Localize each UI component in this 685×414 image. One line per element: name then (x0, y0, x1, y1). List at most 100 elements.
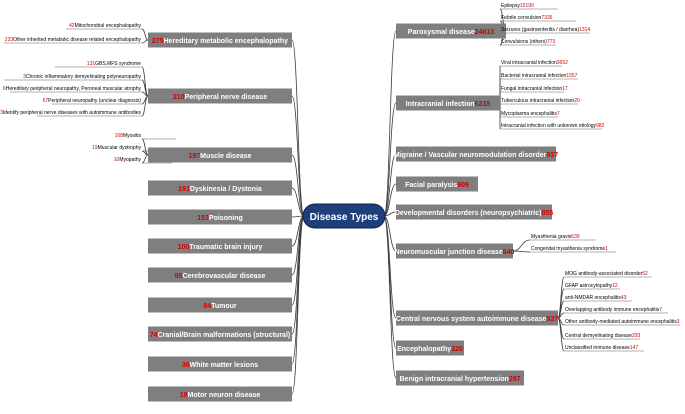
category-node-box (396, 146, 556, 162)
category-node-white-matter-lesions[interactable]: 36White matter lesions (148, 356, 292, 372)
leaf-item[interactable]: 42Mitochondrial encephalopathy (69, 23, 141, 29)
category-node-hereditary-metabolic-encephalopathy[interactable]: 275Hereditary metabolic encephalopathy (148, 32, 292, 48)
leaf-item[interactable]: Congenital myasthenia syndrome1 (531, 246, 608, 252)
category-node-benign-intracranial-hypertension[interactable]: Benign intracranial hypertension297 (396, 370, 524, 386)
category-node-label-part-a: 84 (203, 303, 211, 310)
leaf-item[interactable]: 131GBS,MFS syndrome (87, 61, 141, 67)
leaf-item[interactable]: Febrile convulsion7336 (501, 15, 553, 21)
leaf-item[interactable]: Fungal intracranial infection17 (501, 86, 568, 92)
leaf-item[interactable]: Convulsions (others)773 (501, 39, 555, 45)
category-node-neuromuscular-junction-disease[interactable]: Neuromuscular junction disease640 (395, 243, 515, 259)
category-node-label-part-b: Dyskinesia / Dystonia (190, 186, 262, 193)
leaf-label-part-b: 1314 (579, 27, 590, 33)
leaf-label: Central demyelinating disease293 (565, 333, 641, 339)
category-node-developmental-disorders-neuropsychiatric[interactable]: Developmental disorders (neuropsychiatri… (395, 204, 553, 220)
leaf-item[interactable]: Bacterial intracranial infection1557 (501, 73, 578, 79)
leaf-label: Overlapping antibody immune encephalitis… (565, 307, 662, 313)
category-node-intracranial-infection[interactable]: Intracranial infection6235 (396, 95, 500, 111)
category-node-dyskinesia-dystonia[interactable]: 191Dyskinesia / Dystonia (148, 180, 292, 196)
category-node-label-part-b: Traumatic brain injury (189, 244, 262, 251)
category-node-label: 153Poisoning (197, 215, 243, 222)
leaf-item[interactable]: Other antibody-mediated autoimmune encep… (565, 319, 680, 325)
leaf-item[interactable]: Epilepsy15190 (501, 3, 534, 9)
category-node-label: Developmental disorders (neuropsychiatri… (395, 210, 553, 217)
category-node-box (148, 356, 292, 372)
category-node-motor-neuron-disease[interactable]: 19Motor neuron disease (148, 386, 292, 402)
category-node-encephalopathy[interactable]: Encephalopathy320 (396, 340, 464, 356)
leaf-label: 3Chronic inflammatory demyelinating poly… (23, 74, 141, 80)
leaf-label-part-a: 3 (0, 110, 3, 116)
category-node-tumour[interactable]: 84Tumour (148, 297, 292, 313)
leaf-label-part-b: 3652 (557, 60, 568, 66)
category-node-label: Encephalopathy320 (397, 346, 463, 353)
leaf-label: Epilepsy15190 (501, 3, 534, 9)
category-node-central-nervous-system-autoimmune-disease[interactable]: Central nervous system autoimmune diseas… (396, 310, 558, 326)
category-node-label-part-a: 153 (197, 215, 209, 222)
connector-leaf (141, 39, 149, 44)
leaf-item[interactable]: anti-NMDAR encephalitis43 (565, 295, 627, 301)
leaf-label-part-a: Other antibody-mediated autoimmune encep… (565, 319, 677, 325)
leaf-item[interactable]: 67Peripheral neuropathy (unclear diagnos… (43, 98, 142, 104)
category-node-cerebrovascular-disease[interactable]: 95Cerebrovascular disease (148, 267, 292, 283)
category-node-label: 36White matter lesions (182, 362, 258, 369)
category-node-poisoning[interactable]: 153Poisoning (148, 209, 292, 225)
leaf-label-part-b: 17 (562, 86, 568, 92)
leaf-label-part-b: 3 (677, 319, 680, 325)
leaf-item[interactable]: Tuberculous intracranial infection20 (501, 98, 580, 104)
leaf-item[interactable]: 3Chronic inflammatory demyelinating poly… (23, 74, 141, 80)
leaf-label: Other antibody-mediated autoimmune encep… (565, 319, 680, 325)
leaf-item[interactable]: 6Hereditary peripheral neuropathy, Peron… (3, 86, 142, 92)
category-node-muscle-disease[interactable]: 197Muscle disease (148, 147, 292, 163)
category-node-peripheral-nerve-disease[interactable]: 210Peripheral nerve disease (148, 88, 292, 104)
leaf-item[interactable]: 168Myositis (115, 133, 142, 139)
leaf-label-part-a: MOG antibody-associated disorder (565, 271, 643, 277)
leaf-item[interactable]: MOG antibody-associated disorder52 (565, 271, 648, 277)
category-node-box (396, 370, 524, 386)
leaf-item[interactable]: 233Other inherited metabolic disease rel… (5, 37, 142, 43)
leaf-item[interactable]: GFAP astrocytopathy12 (565, 283, 618, 289)
connector-left-peripheral-nerve-disease (291, 95, 305, 217)
leaf-item[interactable]: Unclassified immune disease147 (565, 345, 638, 351)
leaf-item[interactable]: 3Identify peripheral nerve diseases with… (0, 110, 141, 116)
leaf-label: Congenital myasthenia syndrome1 (531, 246, 608, 252)
leaf-label-part-b: 982 (596, 123, 605, 129)
leaf-item[interactable]: 10Myopathy (114, 157, 142, 163)
category-node-label-part-b: Poisoning (209, 215, 243, 222)
leaf-label: 168Myositis (115, 133, 142, 139)
category-node-label-part-a: Central nervous system autoimmune diseas… (396, 316, 547, 323)
leaf-label-part-b: 7 (659, 307, 662, 313)
leaf-label-part-a: 131 (87, 61, 96, 67)
leaf-item[interactable]: Intracranial infection with unknown etio… (501, 123, 605, 129)
leaf-label-part-b: 293 (632, 333, 641, 339)
category-node-label-part-a: 275 (152, 38, 164, 45)
leaf-label-part-a: 233 (5, 37, 14, 43)
leaf-item[interactable]: 19Muscular dystrophy (92, 145, 141, 151)
leaf-item[interactable]: Seizures (gastroenteritis / diarrhea)131… (501, 27, 590, 33)
category-node-box (148, 180, 292, 196)
category-node-paroxysmal-disease[interactable]: Paroxysmal disease24613 (396, 23, 506, 39)
leaf-label: 131GBS,MFS syndrome (87, 61, 141, 67)
category-node-label-part-b: 537 (546, 316, 558, 323)
category-node-label-part-a: 19 (180, 392, 188, 399)
leaf-item[interactable]: Overlapping antibody immune encephalitis… (565, 307, 662, 313)
category-node-label: 275Hereditary metabolic encephalopathy (152, 38, 288, 45)
center-node[interactable]: Disease Types (302, 203, 386, 229)
category-node-migraine-vascular-neuromodulation-disorder[interactable]: Migraine / Vascular neuromodulation diso… (394, 146, 558, 162)
category-node-label: Neuromuscular junction disease640 (395, 249, 515, 256)
leaf-item[interactable]: Central demyelinating disease293 (565, 333, 641, 339)
category-node-traumatic-brain-injury[interactable]: 100Traumatic brain injury (148, 238, 292, 254)
category-node-label-part-a: Paroxysmal disease (408, 29, 475, 36)
leaf-label-part-b: 15190 (520, 3, 534, 9)
leaf-label-part-a: Congenital myasthenia syndrome (531, 246, 605, 252)
leaf-label-part-a: Bacterial intracranial infection (501, 73, 567, 79)
category-node-cranial-brain-malformations-structural[interactable]: 74Cranial/Brain malformations (structura… (148, 326, 292, 342)
category-node-box (148, 326, 292, 342)
leaf-label: MOG antibody-associated disorder52 (565, 271, 648, 277)
category-node-facial-paralysis[interactable]: Facial paralysis909 (396, 176, 478, 192)
leaf-item[interactable]: Viral intracranial infection3652 (501, 60, 568, 66)
leaf-label-part-b: 639 (571, 234, 580, 240)
leaf-item[interactable]: Myasthenia gravis639 (531, 234, 580, 240)
connector-leaf (141, 28, 149, 41)
leaf-item[interactable]: Mycoplasma encephalitis7 (501, 111, 560, 117)
leaf-label: Viral intracranial infection3652 (501, 60, 568, 66)
